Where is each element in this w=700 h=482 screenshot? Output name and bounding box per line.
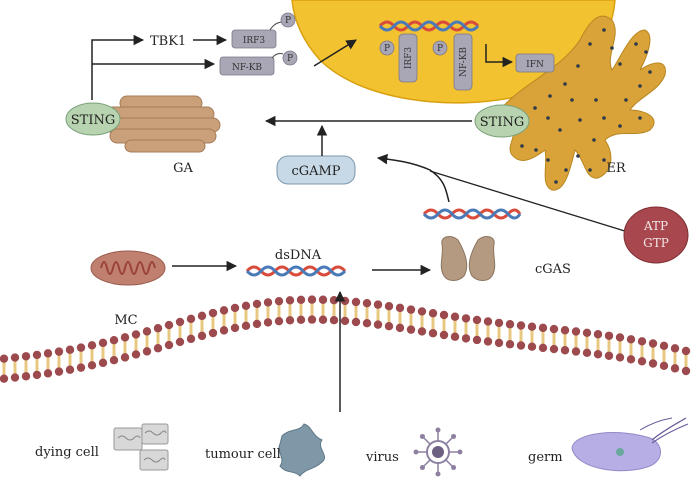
tumour-cell-label: tumour cell: [205, 447, 281, 462]
dying-cell-icon: [113, 423, 169, 471]
p-label: P: [287, 54, 293, 64]
cgas-label: cGAS: [535, 262, 571, 277]
irf3-box: [231, 29, 277, 49]
dying-cell-label: dying cell: [35, 445, 99, 460]
sting-golgi: [65, 102, 121, 136]
virus-label: virus: [365, 450, 399, 465]
ifn-label: IFN: [526, 60, 544, 70]
mitochondrion: [90, 250, 166, 286]
nfkb-label-vertical: NF-KB: [459, 47, 469, 77]
cgamp-box: [276, 155, 356, 185]
cgas-protein: [440, 236, 496, 281]
ifn-arrow: [485, 44, 514, 68]
sting-er-label: STING: [480, 115, 524, 130]
p-label: P: [437, 44, 443, 54]
er-label: ER: [606, 161, 626, 176]
nfkb-label: NF-KB: [232, 63, 262, 73]
irf3-label-vertical: IRF3: [404, 47, 414, 70]
dsdna-label: dsDNA: [275, 248, 322, 263]
phospho-irf3: [280, 12, 296, 28]
virus-icon: [413, 427, 463, 477]
cgamp-label: cGAMP: [291, 164, 340, 179]
cgas-bound-dna: [422, 208, 522, 220]
nfkb-nuclear: [453, 33, 473, 91]
phospho-nfkb-nuclear: [432, 40, 448, 56]
gtp-label: GTP: [643, 236, 669, 250]
sting-golgi-label: STING: [71, 113, 115, 128]
p-label: P: [384, 44, 390, 54]
mc-label: MC: [114, 313, 137, 328]
atp-label: ATP: [643, 219, 668, 233]
dsdna: [245, 265, 347, 277]
tbk1-label: TBK1: [150, 34, 186, 49]
phospho-nfkb: [282, 50, 298, 66]
germ-label: germ: [528, 450, 563, 465]
nuclear-import-arrow: [313, 39, 357, 67]
irf3-nuclear: [398, 33, 418, 83]
atp-gtp-line: [429, 170, 629, 233]
phospho-irf3-nuclear: [379, 40, 395, 56]
ga-label: GA: [173, 161, 193, 176]
atp-gtp-circle: [623, 206, 689, 264]
cgas-to-cgamp-arrow: [376, 153, 450, 203]
endoplasmic-reticulum: [499, 15, 666, 191]
golgi-apparatus: [101, 95, 221, 153]
tumour-cell-icon: [278, 423, 326, 477]
p-label: P: [285, 16, 291, 26]
germ-icon: [571, 417, 689, 472]
sting-er: [474, 104, 530, 138]
plasma-membrane: [0, 295, 691, 383]
irf3-label: IRF3: [243, 36, 266, 46]
nuclear-dna: [378, 20, 480, 32]
ifn-box: [515, 53, 555, 73]
tbk1-branch-arrow: [91, 34, 145, 100]
nfkb-box: [219, 56, 275, 76]
